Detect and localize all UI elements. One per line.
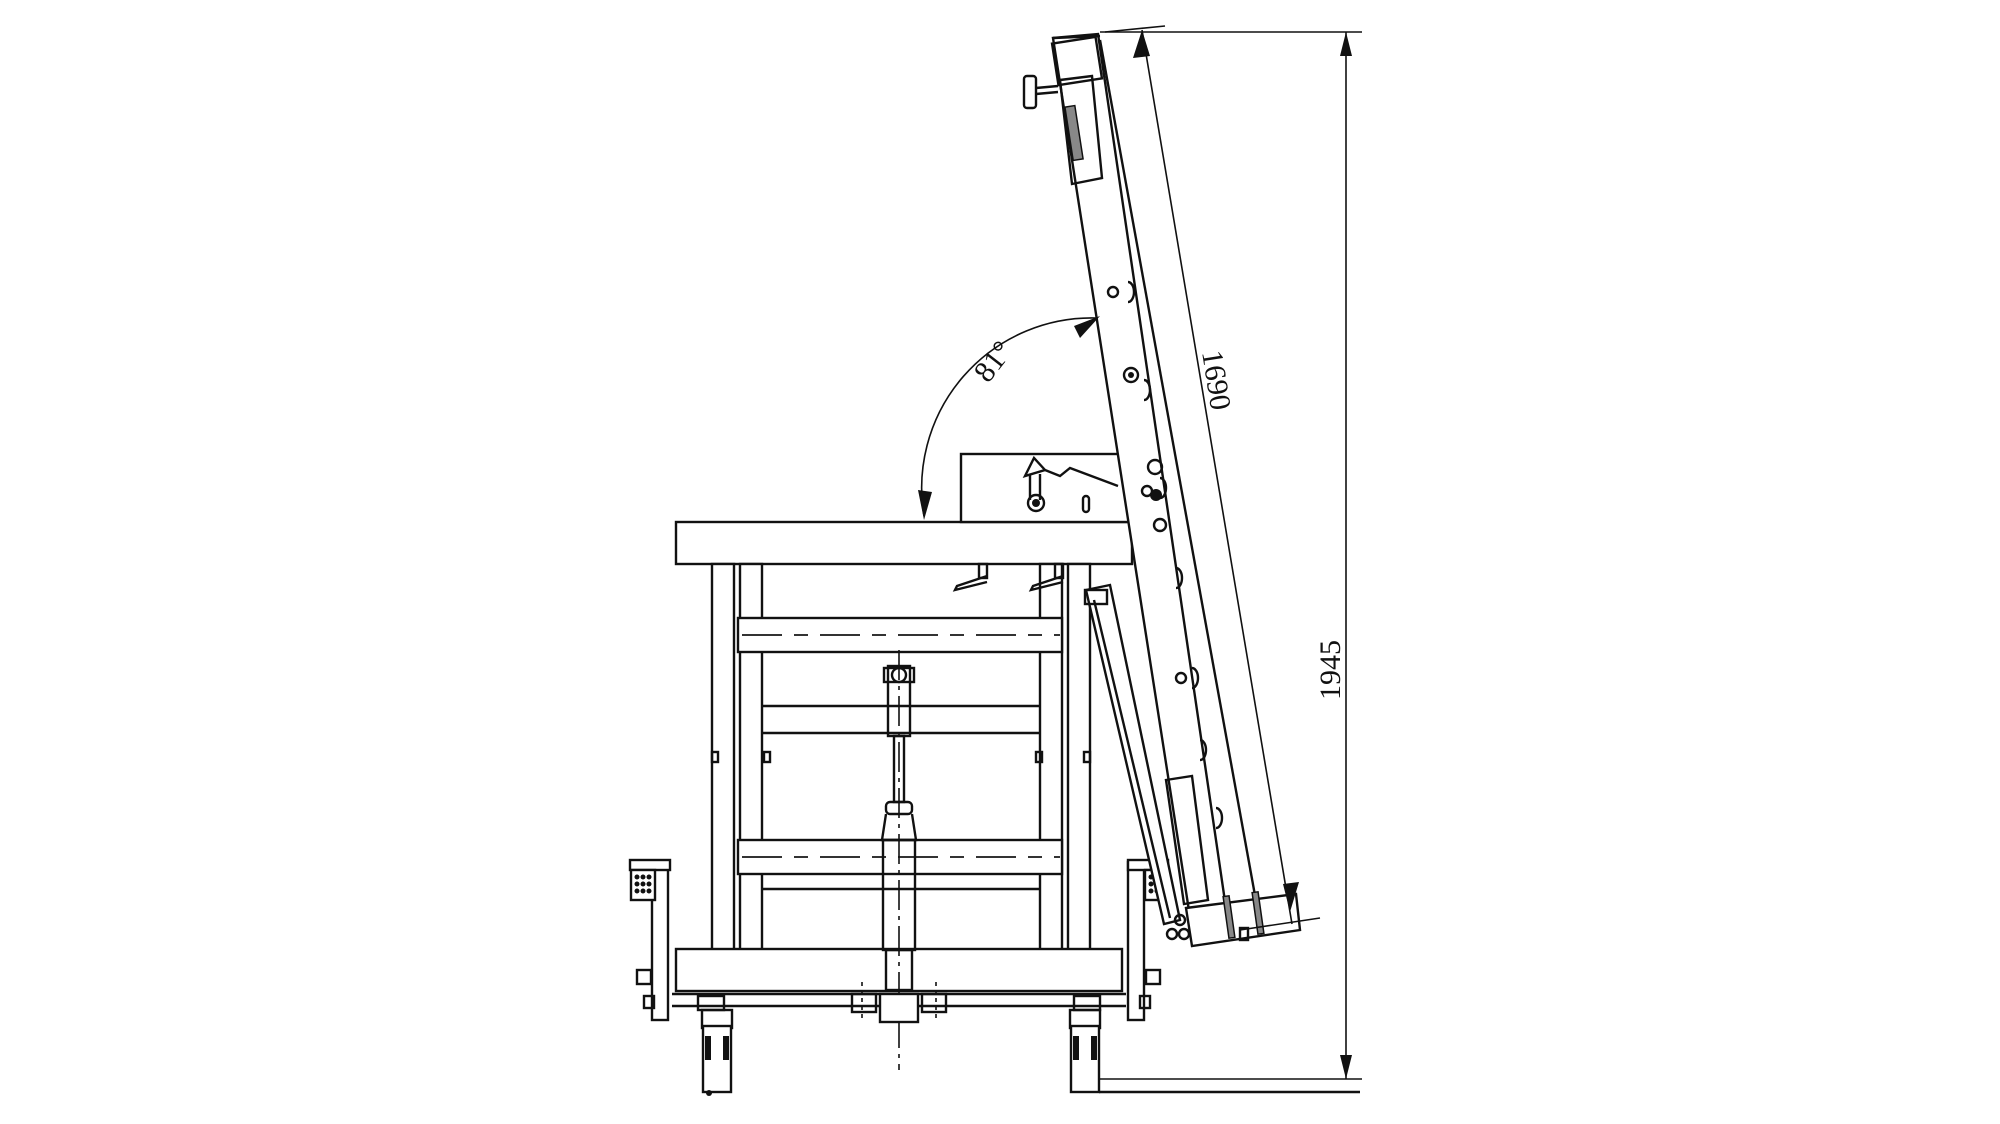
dimension-ladder-length: 1690 xyxy=(1104,25,1321,931)
dimension-overall-height: 1945 xyxy=(1100,31,1362,1080)
lift-cylinder xyxy=(850,650,948,1070)
caster-right xyxy=(1068,994,1360,1094)
caster-left xyxy=(696,994,734,1096)
clamp-levers xyxy=(952,562,1065,592)
dimension-label-81deg: 81° xyxy=(968,335,1020,388)
dimension-label-1945: 1945 xyxy=(1314,640,1347,700)
dimension-label-1690: 1690 xyxy=(1195,348,1237,412)
worktop xyxy=(674,520,1134,566)
latch-box xyxy=(959,452,1143,524)
ladder-panel xyxy=(1022,32,1302,948)
support-strut xyxy=(1083,583,1182,926)
foot-pedal-left xyxy=(628,858,672,1022)
